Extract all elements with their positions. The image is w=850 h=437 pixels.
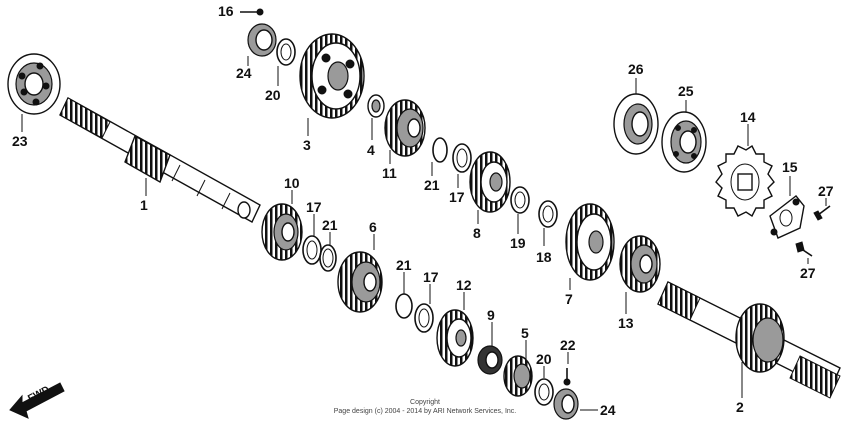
- part-18-washer[interactable]: [538, 200, 558, 228]
- part-label: 6: [369, 219, 377, 235]
- part-label: 19: [510, 235, 526, 251]
- leader-lines: [21, 56, 827, 411]
- part-21-circlip[interactable]: [432, 137, 448, 163]
- part-label: 10: [284, 175, 300, 191]
- part-2-countershaft[interactable]: [657, 281, 841, 399]
- part-17-washer[interactable]: [302, 235, 322, 265]
- part-label: 17: [306, 199, 322, 215]
- part-label: 4: [367, 142, 375, 158]
- part-label: 14: [740, 109, 756, 125]
- part-label: 22: [560, 337, 576, 353]
- part-label: 24: [236, 65, 252, 81]
- copyright-line-2: Page design (c) 2004 - 2014 by ARI Netwo…: [334, 408, 517, 415]
- part-21-circlip[interactable]: [319, 244, 337, 272]
- copyright-notice: Copyright Page design (c) 2004 - 2014 by…: [334, 399, 517, 415]
- part-label: 20: [536, 351, 552, 367]
- part-label: 25: [678, 83, 694, 99]
- part-25-bearing[interactable]: [661, 111, 707, 173]
- part-27-bolt[interactable]: [813, 205, 831, 221]
- part-26-oil-seal[interactable]: [613, 93, 659, 155]
- part-label: 7: [565, 291, 573, 307]
- part-label: 24: [600, 402, 616, 418]
- part-27-bolt[interactable]: [795, 241, 813, 257]
- part-23-bearing[interactable]: [7, 53, 61, 115]
- part-label: 18: [536, 249, 552, 265]
- copyright-line-1: Copyright: [410, 399, 440, 406]
- part-label: 27: [800, 265, 816, 281]
- part-label: 13: [618, 315, 634, 331]
- part-6-gear[interactable]: [337, 251, 383, 313]
- part-19-washer[interactable]: [510, 186, 530, 214]
- part-12-gear[interactable]: [436, 309, 474, 367]
- part-22-pin[interactable]: [563, 368, 571, 386]
- part-label: 27: [818, 183, 834, 199]
- part-7-gear[interactable]: [565, 203, 615, 281]
- part-21-circlip[interactable]: [395, 293, 413, 319]
- part-label: 16: [218, 3, 234, 19]
- part-label: 21: [322, 217, 338, 233]
- part-label: 8: [473, 225, 481, 241]
- part-label: 26: [628, 61, 644, 77]
- part-17-washer[interactable]: [414, 303, 434, 333]
- part-label: 5: [521, 325, 529, 341]
- part-9-needle-bearing[interactable]: [477, 345, 503, 375]
- part-label: 9: [487, 307, 495, 323]
- part-label: 20: [265, 87, 281, 103]
- part-24-needle-bearing[interactable]: [553, 388, 579, 420]
- part-3-gear[interactable]: [299, 33, 365, 119]
- part-14-drive-sprocket[interactable]: [715, 144, 775, 218]
- part-11-gear[interactable]: [384, 99, 426, 157]
- part-5-gear[interactable]: [503, 355, 533, 397]
- part-4-collar[interactable]: [367, 94, 385, 118]
- part-label: 17: [423, 269, 439, 285]
- part-16-pin[interactable]: [240, 8, 264, 16]
- part-label: 3: [303, 137, 311, 153]
- part-label: 12: [456, 277, 472, 293]
- part-10-gear[interactable]: [261, 203, 303, 261]
- part-label: 2: [736, 399, 744, 415]
- part-17-washer[interactable]: [452, 143, 472, 173]
- part-13-gear[interactable]: [619, 235, 661, 293]
- part-label: 15: [782, 159, 798, 175]
- part-label: 23: [12, 133, 28, 149]
- part-label: 21: [424, 177, 440, 193]
- part-label: 17: [449, 189, 465, 205]
- part-20-washer[interactable]: [276, 38, 296, 66]
- part-1-main-shaft[interactable]: [59, 97, 261, 223]
- part-labels: 1 2 3 4 5 6 7 8 9 10 11 12 13 14 15 16 1…: [12, 3, 834, 418]
- fwd-arrow-icon: FWD: [9, 382, 65, 419]
- part-label: 1: [140, 197, 148, 213]
- part-8-gear[interactable]: [469, 151, 511, 213]
- part-20-washer[interactable]: [534, 378, 554, 406]
- part-24-needle-bearing[interactable]: [247, 23, 277, 57]
- part-label: 11: [382, 165, 397, 181]
- part-label: 21: [396, 257, 412, 273]
- part-15-fixing-plate[interactable]: [769, 195, 805, 239]
